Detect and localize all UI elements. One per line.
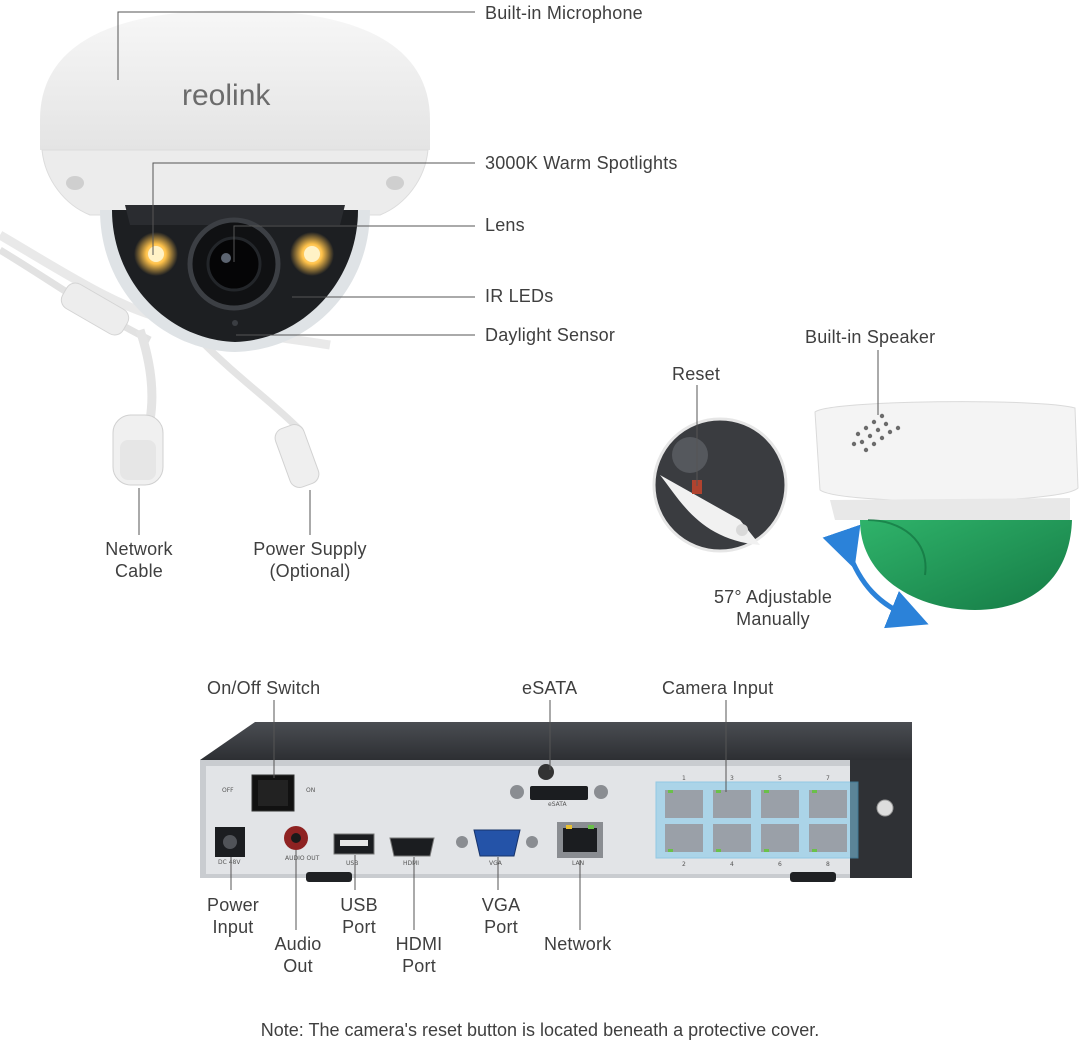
poe-top-5: 5 [778,775,782,782]
panel-off-text: OFF [222,787,234,794]
label-spotlights: 3000K Warm Spotlights [485,153,678,173]
nvr-recorder [200,722,912,882]
panel-vga-text: VGA [489,860,502,867]
label-vga-port: VGA Port [468,894,534,938]
network-cable [135,328,157,421]
power-connector [274,424,320,488]
vga-port[interactable] [473,829,521,857]
panel-hdmi-text: HDMI [403,860,420,867]
hdmi-port[interactable] [389,837,435,857]
panel-dc-text: DC 48V [218,859,241,866]
reset-note: Note: The camera's reset button is locat… [260,1020,820,1040]
label-adjustable-line1: 57° Adjustable [713,587,833,607]
poe-bottom-2: 2 [682,861,686,868]
esata-port[interactable] [530,786,588,800]
label-power-input-line2: Input [212,917,254,937]
reset-inset [652,417,788,553]
label-hdmi-port: HDMI Port [383,933,455,977]
daylight-sensor [232,320,238,326]
poe-bottom-6: 6 [778,861,782,868]
panel-audio-text: AUDIO OUT [285,855,320,862]
poe-top-3: 3 [730,775,734,782]
panel-on-text: ON [306,787,316,794]
label-adjustable: 57° Adjustable Manually [698,586,848,630]
poe-bottom-4: 4 [730,861,734,868]
label-esata: eSATA [522,678,578,698]
label-hdmi-port-line1: HDMI [395,934,443,954]
label-hdmi-port-line2: Port [402,956,436,976]
label-power-supply-line2: (Optional) [269,561,351,581]
poe-top-7: 7 [826,775,830,782]
label-ir-leds: IR LEDs [485,286,554,306]
label-usb-port: USB Port [326,894,392,938]
panel-esata-text: eSATA [548,801,567,808]
panel-lan-text: LAN [572,860,585,867]
label-reset: Reset [672,364,721,384]
label-daylight-sensor: Daylight Sensor [485,325,616,345]
label-vga-port-line2: Port [484,917,518,937]
label-audio-out: Audio Out [263,933,333,977]
label-adjustable-line2: Manually [736,609,810,629]
brand-logo: reolink [182,79,271,112]
label-power-supply: Power Supply (Optional) [235,538,385,582]
label-power-input-line1: Power [206,895,260,915]
power-cable [197,337,303,433]
green-dome [860,520,1072,610]
label-lens: Lens [485,215,525,235]
poe-top-1: 1 [682,775,686,782]
camera-leaders [117,11,475,535]
speaker-grille [851,413,901,453]
label-usb-port-line2: Port [342,917,376,937]
camera-side-view [814,401,1079,629]
adjust-arrow [822,524,929,629]
label-network-cable-line2: Cable [114,561,164,581]
label-network-cable-line1: Network [105,539,173,559]
panel-usb-text: USB [346,860,359,867]
label-usb-port-line1: USB [340,895,378,915]
poe-bottom-8: 8 [826,861,830,868]
label-vga-port-line1: VGA [481,895,521,915]
label-speaker: Built-in Speaker [805,327,936,347]
label-audio-out-line2: Out [283,956,313,976]
label-network: Network [544,934,612,954]
reset-button [692,480,702,494]
label-on-off-switch: On/Off Switch [207,678,321,698]
label-power-input: Power Input [196,894,270,938]
label-audio-out-line1: Audio [274,934,322,954]
side-leaders [696,350,879,486]
nvr-leaders [230,700,727,930]
dome-camera [0,10,430,488]
label-camera-input: Camera Input [662,678,774,698]
label-power-supply-line1: Power Supply [253,539,367,559]
label-microphone: Built-in Microphone [485,3,643,23]
label-network-cable: Network Cable [84,538,194,582]
